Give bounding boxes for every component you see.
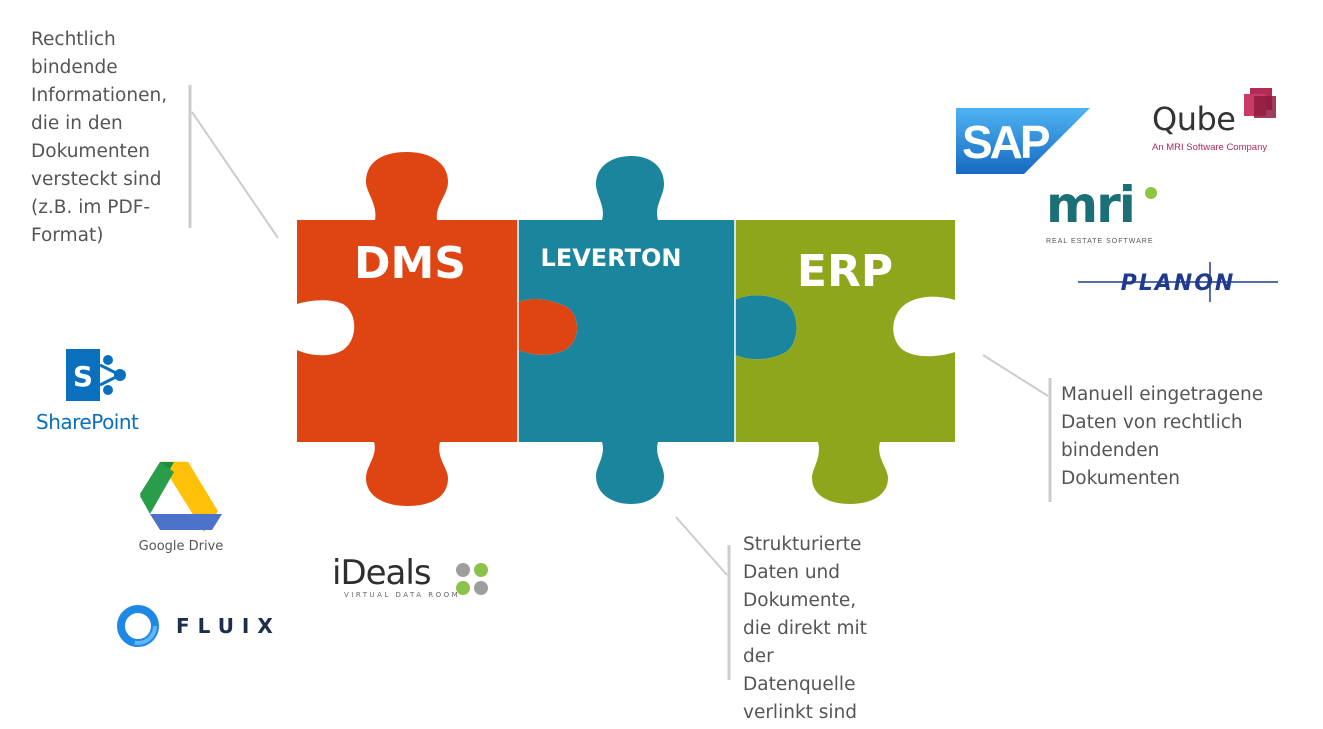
leverton-puzzle-piece (518, 156, 797, 504)
planon-text: PLANON (1121, 271, 1236, 296)
qube-logo: Qube An MRI Software Company (1152, 86, 1282, 156)
erp-puzzle-piece (735, 220, 955, 504)
sharepoint-logo: S SharePoint (36, 345, 156, 435)
note-manual-data: Manuell eingetragene Daten von rechtlich… (1061, 384, 1264, 489)
leverton-label: LEVERTON (541, 244, 682, 272)
connector-line (191, 111, 279, 239)
qube-icon (1244, 88, 1276, 118)
fluix-logo: FLUIX (114, 602, 294, 652)
ideals-logo: iDeals VIRTUAL DATA ROOM (332, 553, 492, 603)
mri-logo: mri REAL ESTATE SOFTWARE (1046, 176, 1166, 250)
connector-line (982, 354, 1049, 397)
qube-text: Qube (1152, 100, 1236, 138)
planon-logo: PLANON (1078, 262, 1278, 302)
ideals-text: iDeals (332, 553, 432, 593)
note-structured-data: Strukturierte Daten und Dokumente, die d… (743, 534, 867, 723)
dms-label: DMS (354, 238, 466, 289)
google-drive-logo: Google Drive (136, 458, 232, 554)
google-drive-icon (140, 461, 222, 533)
ideals-subtext: VIRTUAL DATA ROOM (344, 591, 461, 599)
mri-text: mri (1046, 176, 1136, 234)
mri-dot-icon (1145, 187, 1157, 199)
erp-label: ERP (797, 246, 893, 297)
sap-text: SAP (962, 116, 1050, 168)
connector-line (675, 516, 728, 576)
sap-icon: SAP (956, 108, 1090, 174)
sharepoint-letter: S (73, 360, 93, 393)
google-drive-text: Google Drive (138, 539, 224, 554)
planon-icon: PLANON (1078, 262, 1278, 302)
sharepoint-text: SharePoint (36, 410, 139, 434)
note-legally-binding-info: Rechtlich bindende Informationen, die in… (31, 29, 168, 246)
ideals-icon (456, 563, 488, 595)
sharepoint-icon: S (66, 349, 126, 401)
sap-logo: SAP (956, 108, 1096, 178)
qube-subtext: An MRI Software Company (1152, 142, 1268, 153)
fluix-icon (117, 605, 159, 647)
dms-puzzle-piece (297, 152, 578, 506)
fluix-text: FLUIX (176, 614, 281, 638)
mri-subtext: REAL ESTATE SOFTWARE (1046, 238, 1154, 245)
